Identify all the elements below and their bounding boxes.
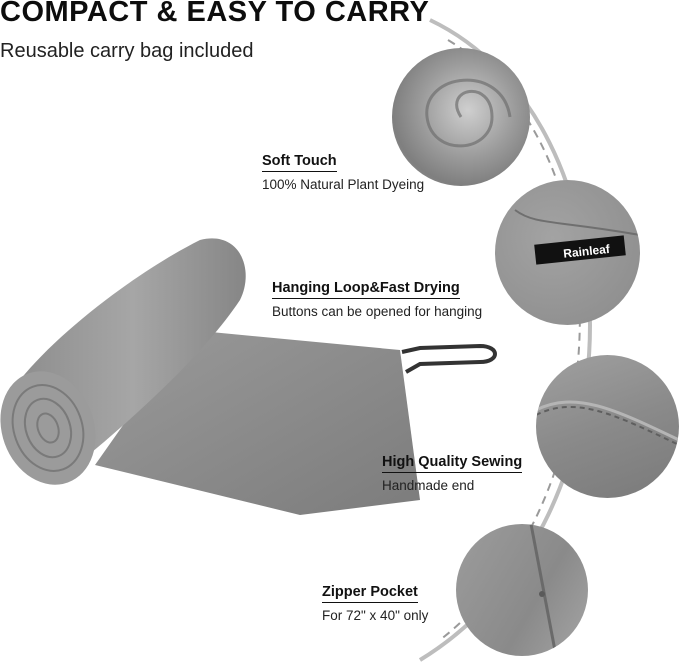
feature-description: Buttons can be opened for hanging [272,304,483,319]
feature-title: Soft Touch [262,153,337,172]
feature-zipper-pocket: Zipper Pocket For 72" x 40" only [322,583,428,623]
feature-soft-touch: Soft Touch 100% Natural Plant Dyeing [262,152,424,192]
subheadline: Reusable carry bag included [0,40,254,62]
headline: COMPACT & EASY TO CARRY [0,0,430,28]
zipper-pocket-detail-image [456,524,588,656]
sewing-detail-image [536,355,679,498]
hanging-loop-detail-image: Rainleaf [495,180,640,325]
feature-description: For 72" x 40" only [322,608,429,623]
feature-sewing: High Quality Sewing Handmade end [382,453,523,493]
feature-title: High Quality Sewing [382,454,523,473]
brand-label: Rainleaf [563,242,612,261]
feature-title: Hanging Loop&Fast Drying [272,280,460,299]
feature-description: 100% Natural Plant Dyeing [262,177,425,192]
feature-hanging-loop: Hanging Loop&Fast Drying Buttons can be … [272,279,482,319]
soft-touch-detail-image [392,48,530,186]
feature-title: Zipper Pocket [322,584,418,603]
feature-description: Handmade end [382,478,475,493]
